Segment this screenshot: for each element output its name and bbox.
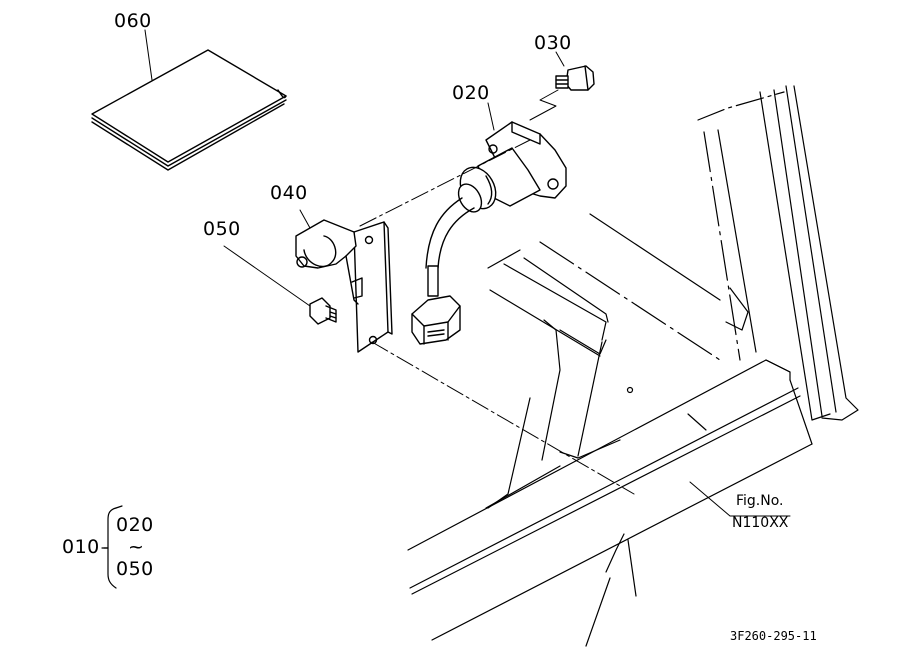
bolt-axis-line <box>529 89 559 121</box>
assembly-range-bracket <box>101 505 123 589</box>
assembly-range-tilde: ~ <box>128 536 145 558</box>
callout-040: 040 <box>270 182 308 204</box>
screw-part-050 <box>309 297 337 325</box>
figure-label: Fig.No. <box>736 493 784 509</box>
fig-leader-line <box>689 481 791 517</box>
leader-040 <box>299 209 311 229</box>
frame-panel <box>589 85 859 421</box>
assembly-center-lines <box>359 139 635 495</box>
assembly-range-end: 050 <box>116 558 154 580</box>
leader-020 <box>487 102 495 131</box>
bracket-part-040 <box>295 219 393 353</box>
assembly-parent-number: 010 <box>62 536 100 558</box>
leader-050 <box>223 245 311 307</box>
solenoid-part-020 <box>411 121 567 345</box>
drawing-code: 3F260-295-11 <box>730 629 817 643</box>
assembly-range-start: 020 <box>116 514 154 536</box>
leader-060 <box>144 29 153 81</box>
leader-030 <box>555 51 565 67</box>
manual-sheet-part-060 <box>91 49 287 171</box>
chassis-frame <box>407 241 813 647</box>
callout-030: 030 <box>534 32 572 54</box>
callout-060: 060 <box>114 10 152 32</box>
figure-number: N110XX <box>732 515 789 531</box>
callout-050: 050 <box>203 218 241 240</box>
callout-020: 020 <box>452 82 490 104</box>
bolt-part-030 <box>555 65 595 91</box>
